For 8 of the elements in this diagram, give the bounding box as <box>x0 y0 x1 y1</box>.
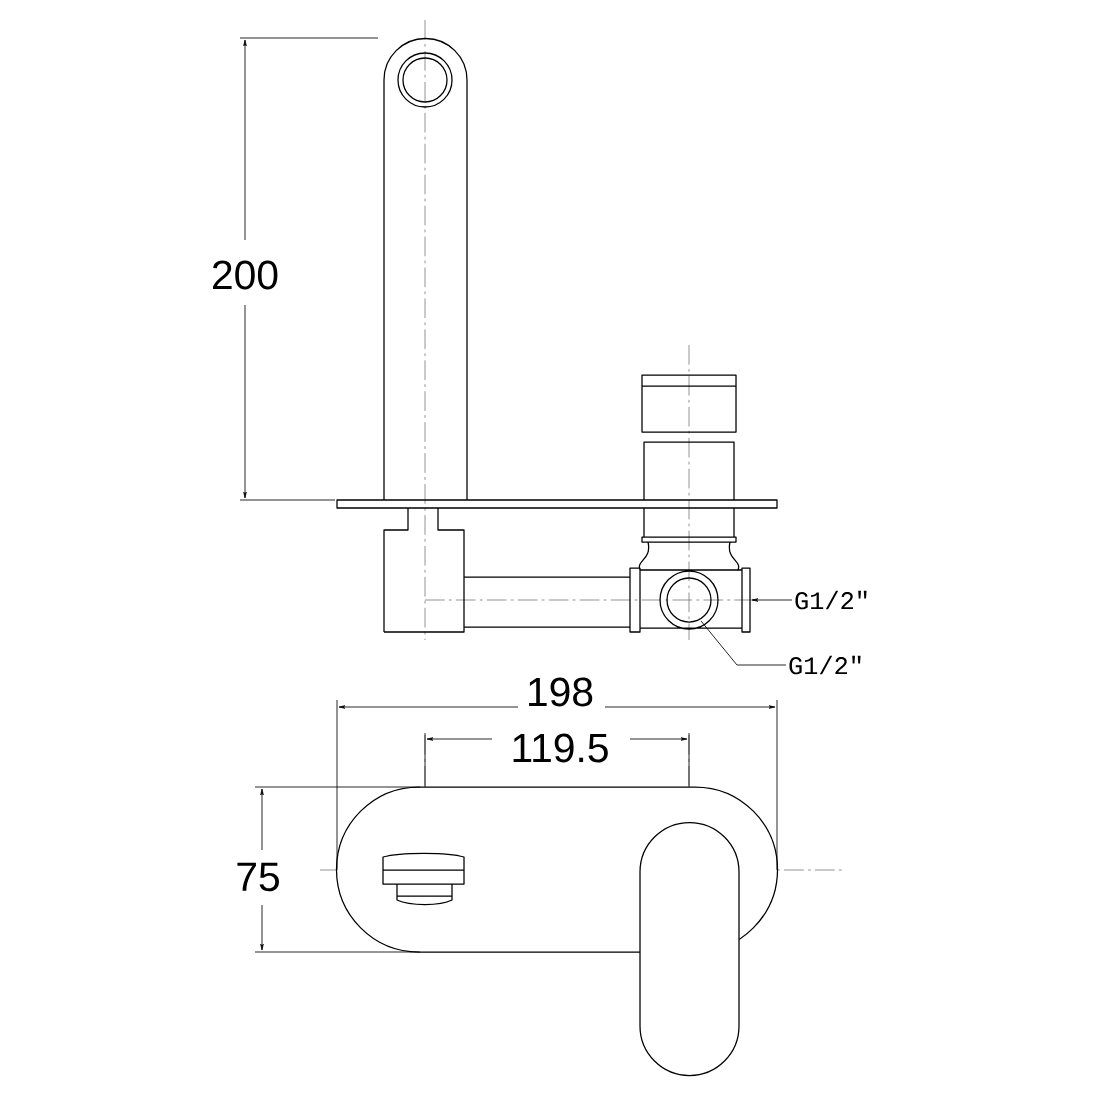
dimension-label: 198 <box>529 677 593 707</box>
dimension-label: 75 <box>237 862 279 892</box>
leader-line <box>751 598 793 602</box>
thread-label: G1/2" <box>789 655 861 675</box>
thread-label: G1/2" <box>795 590 867 610</box>
dimension-label: 200 <box>213 260 278 290</box>
dimension-label: 119.5 <box>513 733 608 763</box>
leader-line <box>700 620 787 666</box>
